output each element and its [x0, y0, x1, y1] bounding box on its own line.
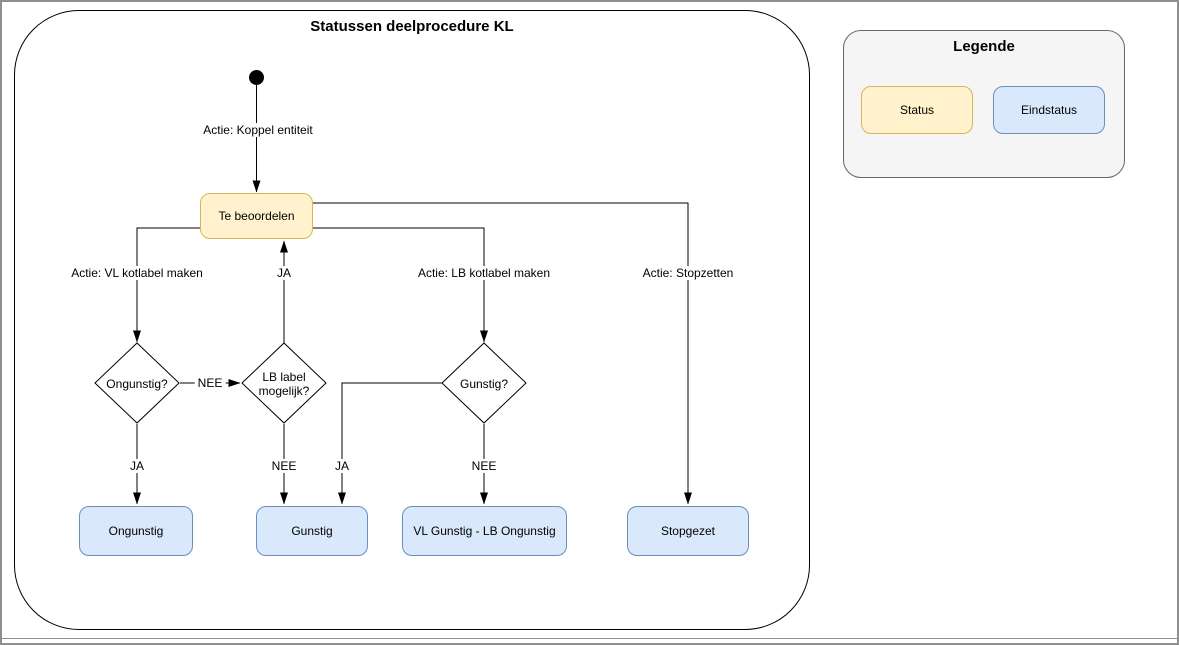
edge-label-nee-naar-vl-gunstig: NEE	[468, 459, 500, 473]
decision-lb-label-diamond	[241, 342, 327, 424]
edge-te-beoordelen-to-gunstig-decision	[313, 227, 488, 343]
edge-gunstig-decision-to-gunstig	[338, 382, 442, 505]
state-ongunstig-label: Ongunstig	[108, 524, 164, 538]
legend-item-status-label: Status	[899, 103, 935, 117]
edge-label-lb-kotlabel-maken: Actie: LB kotlabel maken	[414, 266, 554, 280]
diagram-title: Statussen deelprocedure KL	[310, 18, 514, 35]
edge-label-nee-naar-lb-label: NEE	[194, 376, 226, 390]
state-stopgezet: Stopgezet	[627, 506, 749, 556]
state-te-beoordelen-label: Te beoordelen	[218, 209, 295, 223]
viewport-bottom-divider	[0, 638, 1179, 639]
edge-label-nee-naar-gunstig: NEE	[268, 459, 300, 473]
legend-item-status: Status	[861, 86, 973, 134]
legend-item-eindstatus-label: Eindstatus	[1020, 103, 1078, 117]
initial-state-dot	[249, 70, 264, 85]
decision-lb-label-label-line1: LB label	[262, 370, 306, 384]
state-gunstig-label: Gunstig	[291, 524, 333, 538]
edge-label-stopzetten: Actie: Stopzetten	[639, 266, 737, 280]
decision-ongunstig-diamond	[94, 342, 180, 424]
edge-te-beoordelen-to-ongunstig-decision	[133, 227, 200, 343]
state-stopgezet-label: Stopgezet	[660, 524, 716, 538]
edge-label-ja-naar-ongunstig: JA	[126, 459, 148, 473]
legend-title: Legende	[953, 38, 1015, 55]
edge-label-koppel-entiteit: Actie: Koppel entiteit	[200, 123, 316, 137]
diagram-container	[14, 10, 810, 630]
state-gunstig: Gunstig	[256, 506, 368, 556]
legend-item-eindstatus: Eindstatus	[993, 86, 1105, 134]
decision-gunstig-diamond	[441, 342, 527, 424]
edge-label-vl-kotlabel-maken: Actie: VL kotlabel maken	[68, 266, 206, 280]
state-te-beoordelen: Te beoordelen	[200, 193, 313, 239]
state-vl-gunstig-lb-ongunstig: VL Gunstig - LB Ongunstig	[402, 506, 567, 556]
decision-gunstig-label: Gunstig?	[459, 377, 509, 391]
state-vl-gunstig-lb-ongunstig-label: VL Gunstig - LB Ongunstig	[413, 524, 556, 538]
state-ongunstig: Ongunstig	[79, 506, 193, 556]
decision-lb-label-label-line2: mogelijk?	[258, 384, 310, 398]
edge-te-beoordelen-to-stopgezet	[313, 202, 692, 505]
edge-label-ja-naar-gunstig: JA	[331, 459, 353, 473]
decision-ongunstig-label: Ongunstig?	[106, 377, 168, 391]
edge-label-ja-naar-te-beoordelen: JA	[273, 266, 295, 280]
